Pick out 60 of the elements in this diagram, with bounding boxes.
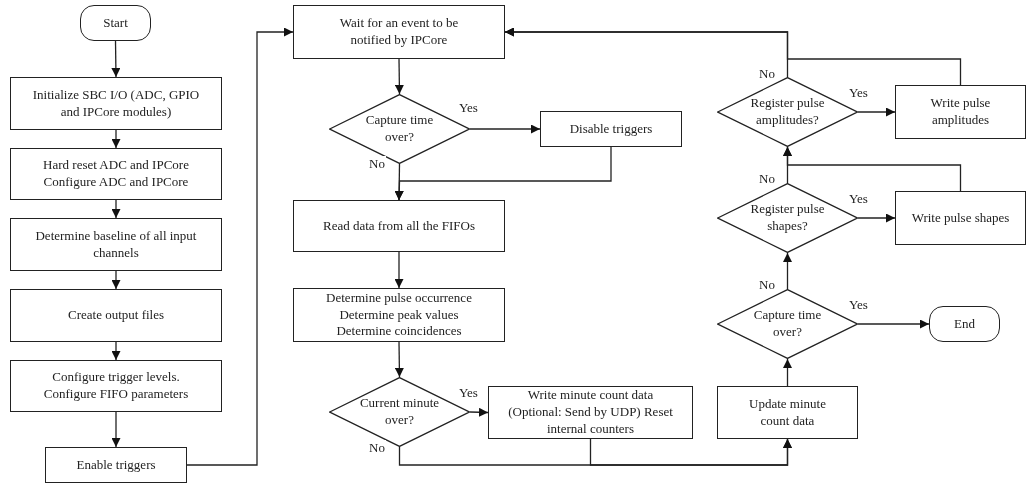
arrow: [394, 58, 404, 95]
node-text: Start: [103, 14, 128, 32]
process-box: [488, 386, 693, 439]
arrow: [589, 438, 792, 466]
node-text: Update minute count data: [748, 395, 827, 430]
node-text: Enable triggers: [76, 456, 156, 474]
node-text: Read data from all the FIFOs: [323, 217, 475, 235]
node-text: Write minute count data (Optional: Send by UDP) Reset internal counters: [508, 387, 673, 438]
arrow: [469, 124, 541, 134]
node-text: Determine baseline of all input channels: [34, 227, 198, 262]
terminal-node: [929, 306, 1000, 342]
arrow: [394, 251, 404, 289]
node-text: Determine pulse occurrence Determine peak values Determine coincidences: [325, 289, 473, 341]
arrow: [111, 199, 121, 219]
node-text: Write pulse shapes: [911, 209, 1010, 227]
node-text: Hard reset ADC and IPCore Configure ADC and IPCore: [42, 157, 190, 191]
terminal-node: [80, 5, 151, 41]
arrow: [469, 407, 489, 417]
arrow: [504, 27, 962, 86]
process-box: [293, 5, 505, 59]
process-box: [895, 191, 1026, 245]
process-box: [293, 288, 505, 342]
process-box: [540, 111, 682, 147]
arrow: [111, 411, 121, 448]
arrow: [857, 107, 896, 117]
node-text: Capture time over?: [364, 112, 435, 146]
process-box: [10, 289, 222, 342]
arrow: [857, 319, 930, 329]
arrow: [783, 358, 792, 387]
process-box: [10, 360, 222, 412]
node-text: Register pulse shapes?: [749, 201, 826, 235]
arrow: [111, 341, 121, 361]
process-box: [10, 77, 222, 130]
process-box: [10, 218, 222, 271]
arrow: [857, 213, 896, 223]
node-text: Current minute over?: [358, 395, 441, 429]
arrow: [783, 252, 792, 290]
node-text: Configure trigger levels. Configure FIFO parameters: [42, 369, 190, 403]
arrow: [111, 40, 121, 78]
node-text: Initialize SBC I/O (ADC, GPIO and IPCore modules): [31, 86, 201, 121]
arrow: [111, 129, 121, 149]
arrow: [394, 146, 612, 201]
node-text: Disable triggers: [569, 120, 653, 138]
process-box: [293, 200, 505, 252]
edge-label: No: [368, 440, 386, 455]
process-box: [717, 386, 858, 439]
node-text: Capture time over?: [752, 307, 823, 341]
arrow: [783, 146, 962, 192]
node-text: Register pulse amplitudes?: [749, 95, 826, 129]
node-text: End: [954, 315, 975, 333]
node-text: Create output files: [68, 307, 164, 324]
process-box: [895, 85, 1026, 139]
process-box: [45, 447, 187, 483]
arrow: [394, 341, 404, 378]
arrow: [186, 27, 294, 466]
arrow: [111, 270, 121, 290]
edge-label: No: [368, 156, 386, 171]
node-text: Wait for an event to be notified by IPCore: [338, 15, 460, 49]
process-box: [10, 148, 222, 200]
node-text: Write pulse amplitudes: [929, 95, 992, 129]
